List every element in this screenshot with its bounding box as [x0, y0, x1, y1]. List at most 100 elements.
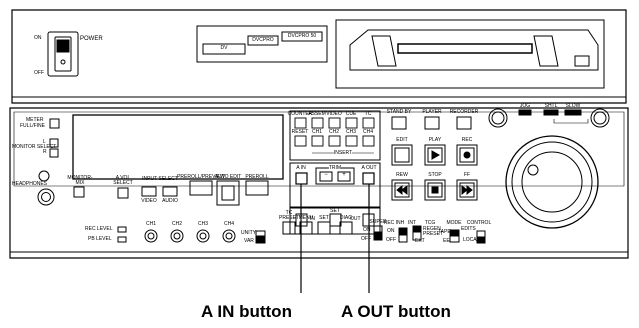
a-in-panel-label: A IN	[296, 165, 306, 171]
ch1-insert-button[interactable]	[311, 135, 324, 147]
ff-button[interactable]	[456, 179, 478, 201]
monitor-select-r-button[interactable]	[49, 148, 59, 158]
shuttle-button[interactable]	[590, 108, 610, 128]
ch4-insert-button[interactable]	[362, 135, 375, 147]
mode-switch[interactable]	[449, 229, 460, 243]
ch4-level-knob[interactable]	[222, 229, 236, 243]
a-out-button[interactable]	[362, 172, 375, 185]
a-vol-select-button[interactable]	[117, 187, 129, 199]
unity-var-switch[interactable]	[255, 230, 266, 244]
rew-button[interactable]	[391, 179, 413, 201]
trim-minus-button[interactable]	[319, 171, 333, 182]
rec-inh-label: REC INH	[383, 220, 405, 226]
eject-button[interactable]	[574, 55, 590, 67]
tc-preset-button[interactable]	[282, 221, 296, 235]
ch3-level-knob[interactable]	[196, 229, 210, 243]
jog-button[interactable]	[488, 108, 508, 128]
jog-wheel[interactable]	[521, 151, 583, 213]
edit-button[interactable]	[391, 144, 413, 166]
assemble-button[interactable]	[311, 117, 324, 129]
edit-mode-buttons	[294, 117, 375, 147]
auto-edit-button[interactable]	[221, 185, 235, 201]
preroll-preview-button[interactable]	[189, 180, 213, 196]
reset-button[interactable]	[294, 135, 307, 147]
dvcpro50-indicator	[281, 31, 323, 42]
shtl-indicator	[543, 109, 559, 116]
trim-plus-button[interactable]	[337, 171, 351, 182]
mode-label: MODE	[446, 220, 462, 226]
super-on-label: ON	[363, 227, 371, 233]
super-label: SUPER	[369, 219, 387, 225]
ee-label: EE	[443, 238, 450, 244]
power-switch[interactable]	[54, 36, 72, 72]
super-switch[interactable]	[373, 225, 383, 241]
standby-button[interactable]	[391, 116, 407, 130]
monitor-r-label: R	[43, 149, 47, 155]
edit-mode-block	[289, 110, 381, 161]
dvcpro50-label: DVCPRO 50	[287, 33, 317, 39]
control-switch[interactable]	[476, 230, 486, 244]
headphones-level-knob[interactable]	[38, 170, 50, 182]
counter-button[interactable]	[294, 117, 307, 129]
var-label: VAR	[244, 238, 254, 244]
shtl-label: SHTL	[544, 103, 558, 109]
play-button[interactable]	[424, 144, 446, 166]
meter-label: METER	[26, 117, 44, 123]
preset-label: PRESET	[278, 215, 300, 221]
ch3-level-label: CH3	[197, 221, 209, 227]
rec-inh-switch-lever	[399, 228, 407, 236]
meter-full-fine-button[interactable]	[49, 118, 60, 129]
player-button[interactable]	[424, 116, 440, 130]
control-switch-lever	[477, 236, 485, 243]
preroll-label: PREROLL	[245, 174, 269, 180]
recorder-button[interactable]	[456, 116, 472, 130]
super-off-label: OFF	[361, 236, 371, 242]
a-in-button[interactable]	[295, 172, 308, 185]
stop-button[interactable]	[424, 179, 446, 201]
tcg-switch[interactable]	[412, 225, 422, 241]
input-select-video-switch[interactable]	[141, 186, 157, 197]
rew-icon	[396, 184, 408, 196]
input-video-label: VIDEO	[141, 198, 157, 204]
cassette-slot-outline	[335, 19, 605, 89]
trim-block	[289, 162, 381, 208]
cassette-door[interactable]	[349, 29, 599, 71]
rec-button-inner	[459, 147, 475, 163]
display-window	[72, 114, 284, 180]
tc-button[interactable]	[362, 117, 375, 129]
headphones-jack[interactable]	[37, 188, 55, 206]
preroll-button[interactable]	[245, 180, 269, 196]
ff-icon	[461, 184, 473, 196]
rec-inh-switch[interactable]	[398, 227, 408, 243]
jog-shuttle-dial[interactable]	[505, 135, 599, 229]
reset-label: RESET	[291, 129, 309, 135]
menu-label: MENU	[298, 215, 314, 221]
rec-button[interactable]	[456, 144, 478, 166]
cassette-opening	[397, 43, 533, 54]
monitor-select-l-button[interactable]	[49, 138, 59, 148]
edits-label: EDITS	[461, 226, 476, 232]
auto-edit-frame	[216, 180, 240, 206]
input-select-audio-switch[interactable]	[162, 186, 178, 197]
stop-label: STOP	[428, 172, 442, 178]
ch2-level-knob[interactable]	[170, 229, 184, 243]
menu-button[interactable]	[299, 221, 313, 235]
slow-bracket	[553, 119, 589, 124]
set-button[interactable]	[329, 213, 342, 227]
preroll-preview-label: PREROLL/PREVIEW	[177, 174, 225, 180]
video-insert-button[interactable]	[328, 117, 341, 129]
trim-minus-label: −	[324, 172, 328, 178]
cue-button[interactable]	[345, 117, 358, 129]
a-vol-label-1: A VOL	[115, 175, 131, 181]
control-label: CONTROL	[466, 220, 492, 226]
monitor-mix-button[interactable]	[73, 186, 85, 198]
ch2-insert-button[interactable]	[328, 135, 341, 147]
diag-button[interactable]	[339, 221, 353, 235]
ch1-level-knob[interactable]	[144, 229, 158, 243]
power-switch-dot	[60, 59, 66, 65]
set-bottom-button[interactable]	[317, 221, 331, 235]
a-out-panel-label: A OUT	[361, 165, 377, 171]
ch3-insert-button[interactable]	[345, 135, 358, 147]
